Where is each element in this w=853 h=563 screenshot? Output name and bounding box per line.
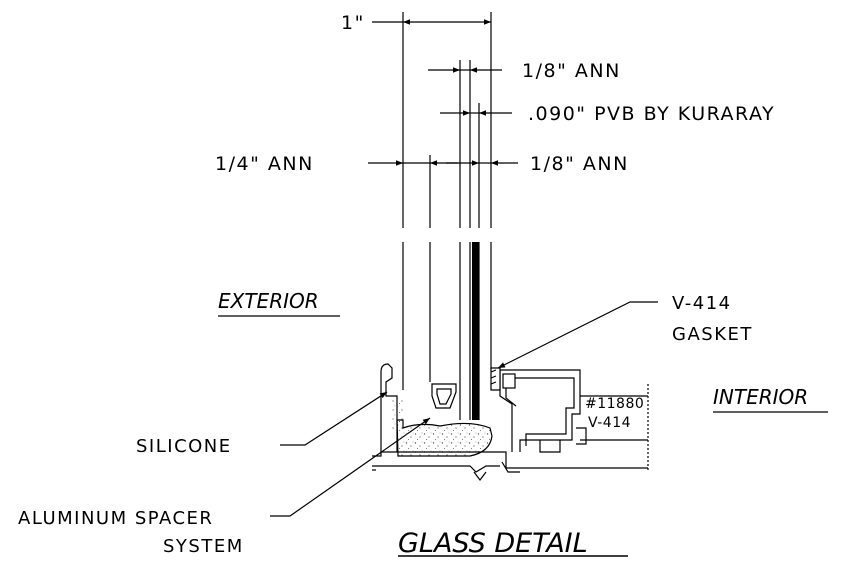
silicone-label: SILICONE (136, 436, 232, 457)
silicone-callout: SILICONE (136, 391, 388, 457)
sill-frame (372, 363, 649, 481)
exterior-stop (380, 363, 398, 452)
part-number-label: #11880 (585, 396, 644, 412)
gasket-label-line2: GASKET (672, 324, 753, 345)
dim-interlayer-label: .090" PVB BY KURARAY (528, 103, 775, 125)
gasket-ref-label: V-414 (588, 415, 631, 431)
interior-profile (500, 369, 581, 452)
sill-base (372, 451, 648, 469)
gasket-label-line1: V-414 (672, 293, 732, 314)
dim-inner-lite-label: 1/8" ANN (530, 153, 629, 175)
gasket-callout: V-414 GASKET (497, 293, 753, 369)
glass-lites (402, 242, 492, 420)
spacer-callout: ALUMINUM SPACER SYSTEM (18, 417, 431, 557)
dim-outer-lite-label: 1/8" ANN (522, 60, 621, 82)
interior-label: INTERIOR (713, 385, 808, 409)
pvb-interlayer (472, 242, 479, 420)
silicone-bead (392, 398, 403, 430)
exterior-label: EXTERIOR (218, 289, 319, 313)
dim-overall-label: 1" (341, 12, 365, 34)
spacer-label-line2: SYSTEM (163, 536, 244, 557)
dim-overall: 1" (341, 12, 491, 34)
drawing-title: GLASS DETAIL (398, 528, 588, 558)
sealant-bed (396, 419, 493, 457)
v414-gasket (490, 367, 516, 391)
spacer-label-line1: ALUMINUM SPACER (18, 508, 213, 529)
extension-lines-upper (402, 12, 492, 228)
dim-exterior-lite-label: 1/4" ANN (215, 153, 314, 175)
aluminum-spacer (431, 383, 457, 409)
